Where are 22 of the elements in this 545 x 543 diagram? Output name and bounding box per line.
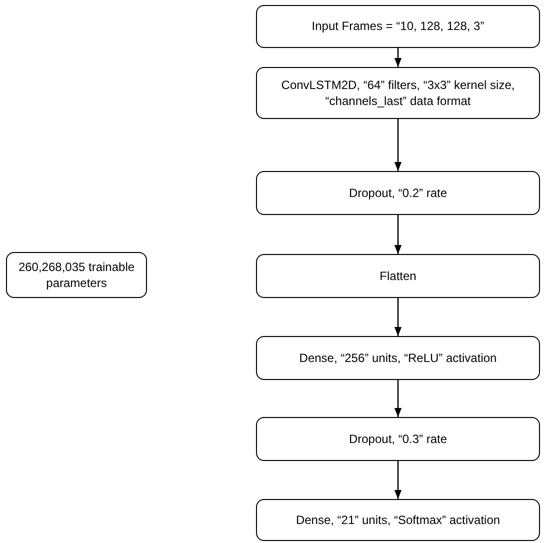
box-label: Input Frames = “10, 128, 128, 3” xyxy=(312,18,484,35)
box-label: Dense, “256” units, “ReLU” activation xyxy=(299,350,497,366)
box-label: Dropout, “0.3” rate xyxy=(348,430,448,448)
process-box xyxy=(6,252,147,298)
arrow xyxy=(394,48,402,67)
arrow xyxy=(394,298,402,336)
process-box xyxy=(256,336,540,380)
process-box xyxy=(256,67,540,119)
process-box xyxy=(256,5,540,48)
box-label: Dropout, “0.2” rate xyxy=(348,184,448,202)
arrow xyxy=(394,461,402,499)
box-label: Dense, “21” units, “Softmax” activation xyxy=(296,512,500,528)
arrow xyxy=(394,119,402,171)
process-box xyxy=(256,417,540,461)
arrow xyxy=(394,215,402,254)
process-box xyxy=(256,171,540,215)
box-label: 260,268,035 trainable parameters xyxy=(17,258,136,292)
process-box xyxy=(256,254,540,298)
process-box xyxy=(256,499,540,541)
arrow xyxy=(394,380,402,417)
box-label: Flatten xyxy=(380,268,416,284)
box-label: ConvLSTM2D, “64” filters, “3x3” kernel size, “channels_last” data format xyxy=(280,76,516,110)
